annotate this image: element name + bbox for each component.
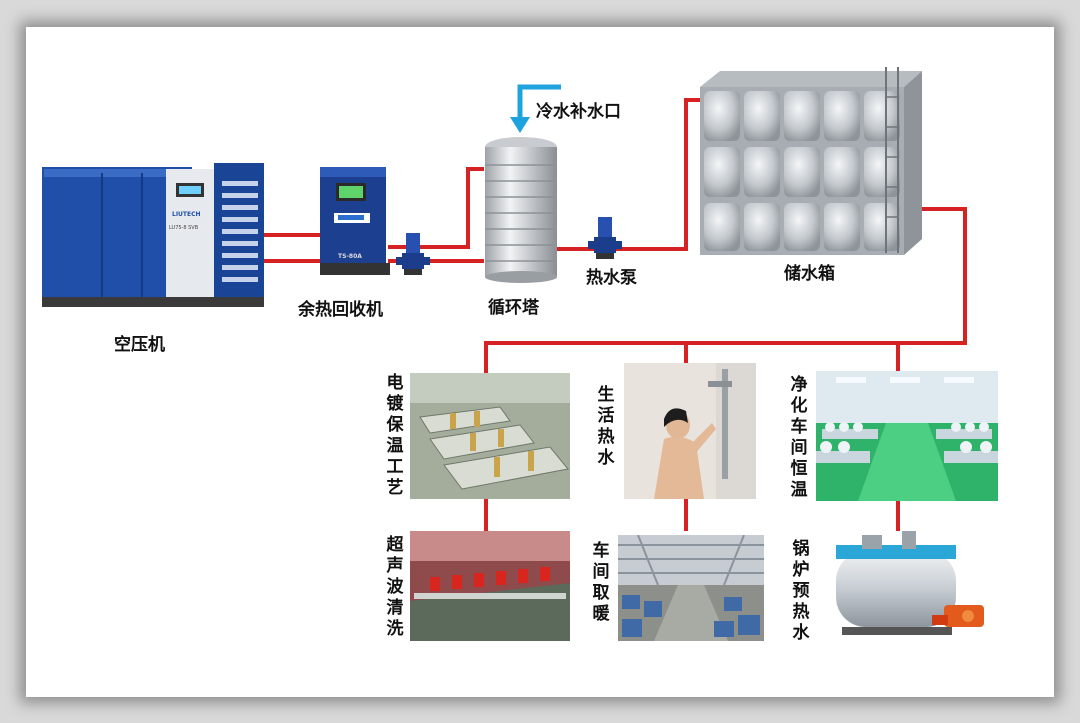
label-compressor: 空压机: [114, 335, 165, 355]
label-workshop-heating: 车间取暖: [592, 541, 610, 624]
diagram-canvas: LIUTECH LU75-8 SVB 空压机 TS-80A 余热回收机: [26, 27, 1054, 697]
label-ultrasonic-cleaning: 超声波清洗: [386, 535, 404, 639]
label-cold-water-inlet: 冷水补水口: [536, 102, 621, 122]
pipe-link-heating: [684, 499, 688, 531]
label-hot-water-pump: 热水泵: [586, 268, 637, 288]
recovery-model: TS-80A: [338, 253, 362, 260]
pipe-compressor-recovery-top: [264, 233, 322, 237]
pipe-tower-riser: [466, 167, 470, 249]
label-heat-recovery: 余热回收机: [298, 300, 383, 320]
photo-domestic-hot-water: [624, 363, 756, 499]
hot-water-pump-icon: [588, 217, 622, 259]
label-storage-tank: 储水箱: [784, 264, 835, 284]
pipe-drop-domestic: [684, 341, 688, 363]
compressor-brand: LIUTECH: [172, 211, 201, 218]
label-circulation-tower: 循环塔: [488, 298, 539, 318]
air-compressor: LIUTECH LU75-8 SVB: [42, 163, 264, 309]
pipe-drop-electroplating: [484, 341, 488, 375]
pipe-storage-down: [963, 207, 967, 345]
pipe-pump-riser: [684, 98, 688, 251]
compressor-model: LU75-8 SVB: [169, 225, 199, 231]
circulation-tower: [482, 135, 560, 285]
storage-tank: [700, 67, 922, 259]
label-cleanroom: 净化车间恒温: [790, 375, 808, 500]
photo-workshop-heating: [618, 535, 764, 641]
photo-cleanroom: [816, 371, 998, 501]
heat-recovery-unit: TS-80A: [320, 167, 390, 275]
pipe-compressor-recovery-bottom: [264, 259, 322, 263]
circulation-pump-icon: [396, 233, 430, 275]
pipe-drop-cleanroom: [896, 341, 900, 371]
pipe-storage-outlet: [918, 207, 966, 211]
label-electroplating: 电镀保温工艺: [386, 373, 404, 498]
label-boiler-preheat: 锅炉预热水: [792, 539, 810, 643]
pipe-link-ultrasonic: [484, 499, 488, 531]
photo-ultrasonic-cleaning: [410, 531, 570, 641]
pipe-distribution-header: [484, 341, 967, 345]
label-domestic-hot-water: 生活热水: [597, 385, 615, 468]
pipe-recovery-tower-bottom: [388, 259, 484, 263]
pipe-storage-inlet: [684, 98, 710, 102]
pipe-link-boiler: [896, 501, 900, 531]
pipe-recovery-tower-top: [388, 245, 468, 249]
photo-boiler-preheat: [822, 531, 998, 651]
pipe-tower-inlet: [466, 167, 484, 171]
photo-electroplating: [410, 373, 570, 499]
